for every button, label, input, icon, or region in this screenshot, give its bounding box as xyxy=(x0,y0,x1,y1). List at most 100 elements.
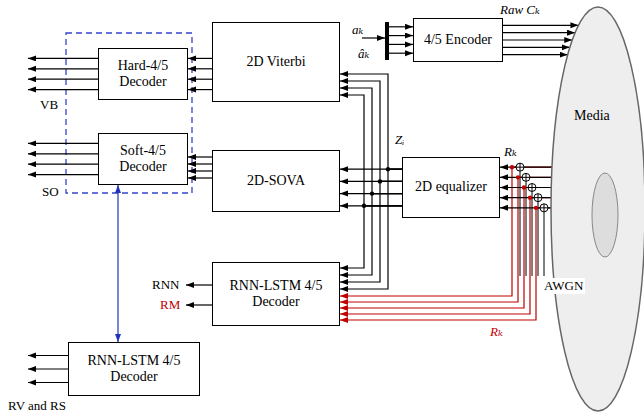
output-arrow xyxy=(28,58,98,59)
connector-line xyxy=(503,25,578,26)
output-arrow xyxy=(28,368,68,369)
signal-connector xyxy=(188,58,212,89)
output-arrow xyxy=(28,355,68,356)
signal-label: Raw Cₖ xyxy=(500,2,540,18)
output-label: RNN xyxy=(152,277,179,293)
junction-dot xyxy=(522,185,526,189)
adder-symbol xyxy=(516,163,524,171)
connector-line xyxy=(340,194,402,275)
adder-plus xyxy=(540,204,548,212)
box-text: 4/5 Encoder xyxy=(424,32,492,48)
output-arrow xyxy=(362,37,385,38)
connector-line xyxy=(503,32,575,33)
connector-line xyxy=(188,156,212,157)
signal-connector xyxy=(340,74,402,206)
box-text: RNN-LSTM 4/5 Decoder xyxy=(219,278,333,310)
noise-wire xyxy=(538,202,539,276)
adder-plus xyxy=(534,194,542,202)
output-arrow xyxy=(186,304,212,305)
output-arrow xyxy=(28,164,98,165)
connector-line xyxy=(340,169,402,289)
connector-line xyxy=(188,170,212,171)
output-arrow xyxy=(28,382,68,383)
noise-wire xyxy=(520,171,521,276)
connector-line xyxy=(340,88,402,194)
equalizer-box: 2D equalizer xyxy=(402,157,500,218)
adder-plus xyxy=(522,173,530,181)
disk-hub xyxy=(592,173,618,257)
junction-dot xyxy=(370,191,374,195)
adder-plus xyxy=(516,163,524,171)
adder-plus xyxy=(528,184,536,192)
disk-ellipse xyxy=(551,7,644,411)
box-text: Hard-4/5 Decoder xyxy=(105,58,181,90)
connector-line xyxy=(188,68,212,69)
decoder-box: RNN-LSTM 4/5 Decoder xyxy=(68,342,200,396)
decoder-box: RNN-LSTM 4/5 Decoder xyxy=(212,262,340,326)
connector-line xyxy=(503,39,572,40)
signal-label: aₖ xyxy=(352,22,363,38)
signal-connector xyxy=(503,25,578,54)
output-label: SO xyxy=(42,184,59,200)
decoder-box: Soft-4/5 Decoder xyxy=(98,133,188,185)
box-text: Soft-4/5 Decoder xyxy=(105,143,181,175)
noise-label: AWGN xyxy=(542,278,585,294)
connector-line xyxy=(340,81,402,181)
output-label: RM xyxy=(160,297,180,313)
signal-connector xyxy=(340,169,402,289)
connector-line xyxy=(188,58,212,59)
adder-symbol xyxy=(522,173,530,181)
encoder-box: 4/5 Encoder xyxy=(413,18,503,62)
output-label: VB xyxy=(40,97,58,113)
output-arrow xyxy=(28,153,98,154)
detector-box: 2D Viterbi xyxy=(212,22,340,102)
junction-dot xyxy=(528,195,532,199)
box-text: RNN-LSTM 4/5 Decoder xyxy=(75,353,193,385)
output-arrow xyxy=(186,284,212,285)
media-disk: Media xyxy=(550,6,644,412)
decoder-box: Hard-4/5 Decoder xyxy=(98,48,188,100)
bus-bar xyxy=(385,22,389,60)
output-arrow xyxy=(28,143,98,144)
connector-line xyxy=(340,206,402,268)
junction-dot xyxy=(386,167,390,171)
signal-label: Rₖ xyxy=(504,144,517,160)
signal-label: Zᵢ xyxy=(395,132,404,148)
output-arrow xyxy=(389,35,413,36)
output-label: RV and RS xyxy=(8,398,66,414)
connector-line xyxy=(500,167,552,168)
output-arrow xyxy=(389,53,413,54)
adder-symbol xyxy=(540,204,548,212)
junction-dot xyxy=(378,179,382,183)
output-arrow xyxy=(28,68,98,69)
detector-box: 2D-SOVA xyxy=(212,150,340,212)
signal-connector xyxy=(340,169,402,206)
connector-line xyxy=(117,185,118,342)
noise-wire xyxy=(544,212,545,276)
output-arrow xyxy=(28,174,98,175)
connector-line xyxy=(188,177,212,178)
connector-line xyxy=(340,95,402,206)
box-text: 2D Viterbi xyxy=(246,54,305,70)
box-text: Media xyxy=(574,108,610,124)
junction-dot xyxy=(516,175,520,179)
signal-connector xyxy=(188,157,212,178)
connector-line xyxy=(340,181,402,282)
output-arrow xyxy=(28,79,98,80)
wiring-details xyxy=(28,22,548,383)
junction-dot xyxy=(534,206,538,210)
output-arrow xyxy=(389,26,413,27)
connector-line xyxy=(503,47,570,48)
connector-line xyxy=(188,163,212,164)
junction-dot xyxy=(362,204,366,208)
connector-line xyxy=(188,89,212,90)
signal-label: âₖ xyxy=(358,46,369,62)
box-text: 2D equalizer xyxy=(415,179,487,195)
connector-line xyxy=(188,79,212,80)
connector-line xyxy=(503,54,568,55)
signal-connector xyxy=(118,185,119,342)
output-arrow xyxy=(28,89,98,90)
adder-symbol xyxy=(534,194,542,202)
